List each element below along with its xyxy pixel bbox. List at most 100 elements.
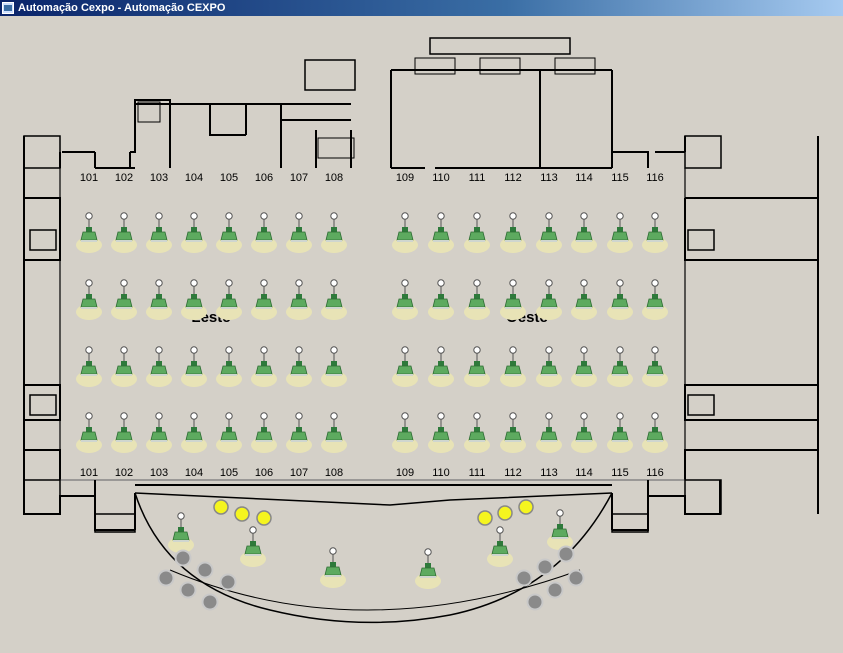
- unlit-spotlight-icon-5[interactable]: [219, 573, 237, 591]
- ceiling-lamp-icon-west-r2-c5[interactable]: [215, 279, 243, 321]
- ceiling-lamp-icon-east-r3-c1[interactable]: [391, 346, 419, 388]
- ceiling-lamp-icon-east-r2-c3[interactable]: [463, 279, 491, 321]
- stand-label-bottom-right-112: 112: [504, 467, 522, 479]
- app-window-icon: [2, 2, 14, 14]
- ceiling-lamp-icon-west-r3-c4[interactable]: [180, 346, 208, 388]
- ceiling-lamp-icon-east-r2-c5[interactable]: [535, 279, 563, 321]
- ceiling-lamp-icon-east-r1-c5[interactable]: [535, 212, 563, 254]
- stand-label-bottom-left-107: 107: [290, 467, 308, 479]
- stage-lamp-icon-5[interactable]: [486, 526, 514, 568]
- ceiling-lamp-icon-west-r1-c8[interactable]: [320, 212, 348, 254]
- stage-lamp-icon-6[interactable]: [546, 509, 574, 551]
- stage-lamp-icon-4[interactable]: [414, 548, 442, 590]
- ceiling-lamp-icon-west-r4-c4[interactable]: [180, 412, 208, 454]
- ceiling-lamp-icon-west-r3-c3[interactable]: [145, 346, 173, 388]
- ceiling-lamp-icon-west-r3-c7[interactable]: [285, 346, 313, 388]
- ceiling-lamp-icon-east-r3-c6[interactable]: [570, 346, 598, 388]
- ceiling-lamp-icon-east-r1-c3[interactable]: [463, 212, 491, 254]
- lit-spotlight-icon-2[interactable]: [234, 506, 250, 522]
- ceiling-lamp-icon-east-r1-c1[interactable]: [391, 212, 419, 254]
- ceiling-lamp-icon-west-r3-c1[interactable]: [75, 346, 103, 388]
- ceiling-lamp-icon-west-r2-c2[interactable]: [110, 279, 138, 321]
- ceiling-lamp-icon-east-r1-c7[interactable]: [606, 212, 634, 254]
- ceiling-lamp-icon-east-r4-c5[interactable]: [535, 412, 563, 454]
- ceiling-lamp-icon-east-r4-c7[interactable]: [606, 412, 634, 454]
- unlit-spotlight-icon-10[interactable]: [515, 569, 533, 587]
- stand-label-top-right-112: 112: [504, 172, 522, 184]
- ceiling-lamp-icon-east-r3-c2[interactable]: [427, 346, 455, 388]
- ceiling-lamp-icon-west-r1-c7[interactable]: [285, 212, 313, 254]
- ceiling-lamp-icon-east-r1-c8[interactable]: [641, 212, 669, 254]
- lit-spotlight-icon-3[interactable]: [256, 510, 272, 526]
- ceiling-lamp-icon-east-r2-c7[interactable]: [606, 279, 634, 321]
- lit-spotlight-icon-1[interactable]: [213, 499, 229, 515]
- stand-label-top-left-108: 108: [325, 172, 343, 184]
- ceiling-lamp-icon-east-r3-c4[interactable]: [499, 346, 527, 388]
- stand-label-bottom-left-103: 103: [150, 467, 168, 479]
- unlit-spotlight-icon-12[interactable]: [526, 593, 544, 611]
- stage-lamp-icon-1[interactable]: [167, 512, 195, 554]
- ceiling-lamp-icon-west-r2-c7[interactable]: [285, 279, 313, 321]
- ceiling-lamp-icon-east-r3-c3[interactable]: [463, 346, 491, 388]
- ceiling-lamp-icon-west-r3-c6[interactable]: [250, 346, 278, 388]
- unlit-spotlight-icon-6[interactable]: [201, 593, 219, 611]
- ceiling-lamp-icon-east-r3-c5[interactable]: [535, 346, 563, 388]
- building-walls: [23, 37, 819, 624]
- unlit-spotlight-icon-2[interactable]: [157, 569, 175, 587]
- ceiling-lamp-icon-west-r3-c2[interactable]: [110, 346, 138, 388]
- ceiling-lamp-icon-west-r3-c8[interactable]: [320, 346, 348, 388]
- ceiling-lamp-icon-east-r3-c8[interactable]: [641, 346, 669, 388]
- ceiling-lamp-icon-west-r1-c4[interactable]: [180, 212, 208, 254]
- ceiling-lamp-icon-east-r4-c4[interactable]: [499, 412, 527, 454]
- lit-spotlight-icon-4[interactable]: [477, 510, 493, 526]
- ceiling-lamp-icon-west-r4-c6[interactable]: [250, 412, 278, 454]
- unlit-spotlight-icon-8[interactable]: [536, 558, 554, 576]
- ceiling-lamp-icon-west-r4-c1[interactable]: [75, 412, 103, 454]
- ceiling-lamp-icon-east-r2-c1[interactable]: [391, 279, 419, 321]
- ceiling-lamp-icon-west-r2-c4[interactable]: [180, 279, 208, 321]
- ceiling-lamp-icon-east-r4-c3[interactable]: [463, 412, 491, 454]
- ceiling-lamp-icon-west-r2-c6[interactable]: [250, 279, 278, 321]
- ceiling-lamp-icon-east-r4-c2[interactable]: [427, 412, 455, 454]
- unlit-spotlight-icon-7[interactable]: [557, 545, 575, 563]
- ceiling-lamp-icon-east-r4-c8[interactable]: [641, 412, 669, 454]
- lit-spotlight-icon-6[interactable]: [518, 499, 534, 515]
- ceiling-lamp-icon-west-r2-c3[interactable]: [145, 279, 173, 321]
- stage-lamp-icon-3[interactable]: [319, 547, 347, 589]
- stage-lamp-icon-2[interactable]: [239, 526, 267, 568]
- lit-spotlight-icon-5[interactable]: [497, 505, 513, 521]
- ceiling-lamp-icon-west-r2-c8[interactable]: [320, 279, 348, 321]
- stand-label-top-right-109: 109: [396, 172, 414, 184]
- ceiling-lamp-icon-west-r1-c6[interactable]: [250, 212, 278, 254]
- unlit-spotlight-icon-4[interactable]: [179, 581, 197, 599]
- ceiling-lamp-icon-east-r4-c6[interactable]: [570, 412, 598, 454]
- ceiling-lamp-icon-west-r4-c2[interactable]: [110, 412, 138, 454]
- ceiling-lamp-icon-west-r1-c5[interactable]: [215, 212, 243, 254]
- ceiling-lamp-icon-west-r3-c5[interactable]: [215, 346, 243, 388]
- ceiling-lamp-icon-west-r1-c2[interactable]: [110, 212, 138, 254]
- ceiling-lamp-icon-east-r2-c8[interactable]: [641, 279, 669, 321]
- ceiling-lamp-icon-east-r2-c4[interactable]: [499, 279, 527, 321]
- unlit-spotlight-icon-1[interactable]: [174, 549, 192, 567]
- ceiling-lamp-icon-west-r4-c5[interactable]: [215, 412, 243, 454]
- unlit-spotlight-icon-3[interactable]: [196, 561, 214, 579]
- ceiling-lamp-icon-east-r1-c2[interactable]: [427, 212, 455, 254]
- ceiling-lamp-icon-east-r3-c7[interactable]: [606, 346, 634, 388]
- ceiling-lamp-icon-east-r1-c6[interactable]: [570, 212, 598, 254]
- ceiling-lamp-icon-east-r1-c4[interactable]: [499, 212, 527, 254]
- ceiling-lamp-icon-west-r2-c1[interactable]: [75, 279, 103, 321]
- ceiling-lamp-icon-west-r4-c3[interactable]: [145, 412, 173, 454]
- ceiling-lamp-icon-east-r4-c1[interactable]: [391, 412, 419, 454]
- ceiling-lamp-icon-west-r4-c7[interactable]: [285, 412, 313, 454]
- stand-label-top-left-104: 104: [185, 172, 203, 184]
- stand-label-bottom-right-115: 115: [611, 467, 629, 479]
- ceiling-lamp-icon-east-r2-c6[interactable]: [570, 279, 598, 321]
- unlit-spotlight-icon-11[interactable]: [546, 581, 564, 599]
- ceiling-lamp-icon-west-r1-c3[interactable]: [145, 212, 173, 254]
- ceiling-lamp-icon-west-r4-c8[interactable]: [320, 412, 348, 454]
- window-title: Automação Cexpo - Automação CEXPO: [18, 2, 226, 14]
- ceiling-lamp-icon-west-r1-c1[interactable]: [75, 212, 103, 254]
- ceiling-lamp-icon-east-r2-c2[interactable]: [427, 279, 455, 321]
- unlit-spotlight-icon-9[interactable]: [567, 569, 585, 587]
